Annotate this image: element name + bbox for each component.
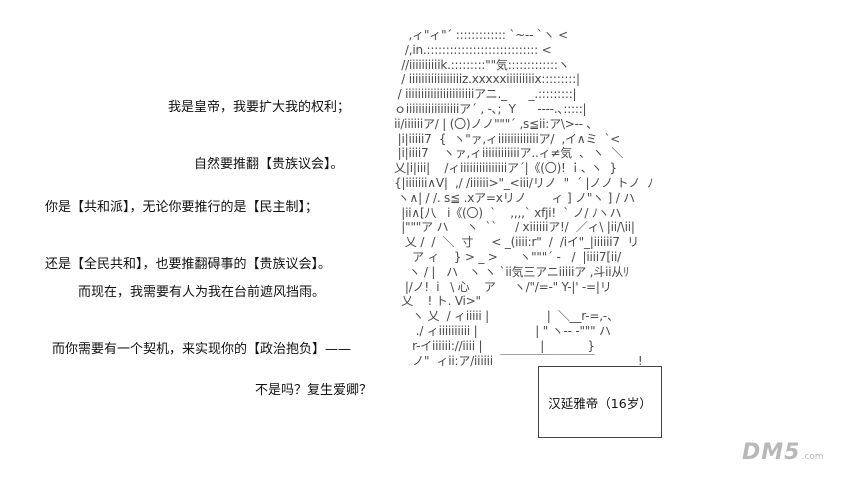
watermark-logo: DM5 <box>742 440 801 465</box>
speech-bubble-1: 我是皇帝，我要扩大我的权利； 自然要推翻【贵族议会】。 <box>168 60 350 212</box>
watermark-domain: .com <box>801 452 824 462</box>
bubble-3-line-2: 而你需要有一个契机，来实现你的【政治抱负】—— <box>52 342 352 357</box>
bubble-4-line-1: 不是吗？复生爱卿？ <box>255 383 373 398</box>
bubble-3-line-1: 而现在，我需要有人为我在台前遮风挡雨。 <box>52 285 326 300</box>
speech-bubble-3: 而现在，我需要有人为我在台前遮风挡雨。 而你需要有一个契机，来实现你的【政治抱负… <box>52 245 351 397</box>
character-nameplate: 汉延雅帝（16岁） <box>538 366 662 438</box>
emperor-ascii-art: ,ィ"ィ"´ ::::::::::::: `~-- `ヽ < /,in.::::… <box>394 28 654 368</box>
bubble-1-line-2: 自然要推翻【贵族议会】。 <box>168 157 344 172</box>
bubble-2-line-2: 还是【全民共和】，也要推翻碍事的【贵族议会】。 <box>45 257 332 272</box>
site-watermark: DM5 .com <box>742 440 824 465</box>
bubble-1-line-1: 我是皇帝，我要扩大我的权利； <box>168 100 351 115</box>
nameplate-label: 汉延雅帝（16岁） <box>548 395 652 411</box>
speech-bubble-4: 不是吗？复生爱卿？ <box>255 343 372 438</box>
bubble-2-line-1: 你是【共和派】，无论你要推行的是【民主制】； <box>45 200 319 215</box>
speech-bubble-2: 你是【共和派】，无论你要推行的是【民主制】； 还是【全民共和】，也要推翻碍事的【… <box>45 160 331 312</box>
